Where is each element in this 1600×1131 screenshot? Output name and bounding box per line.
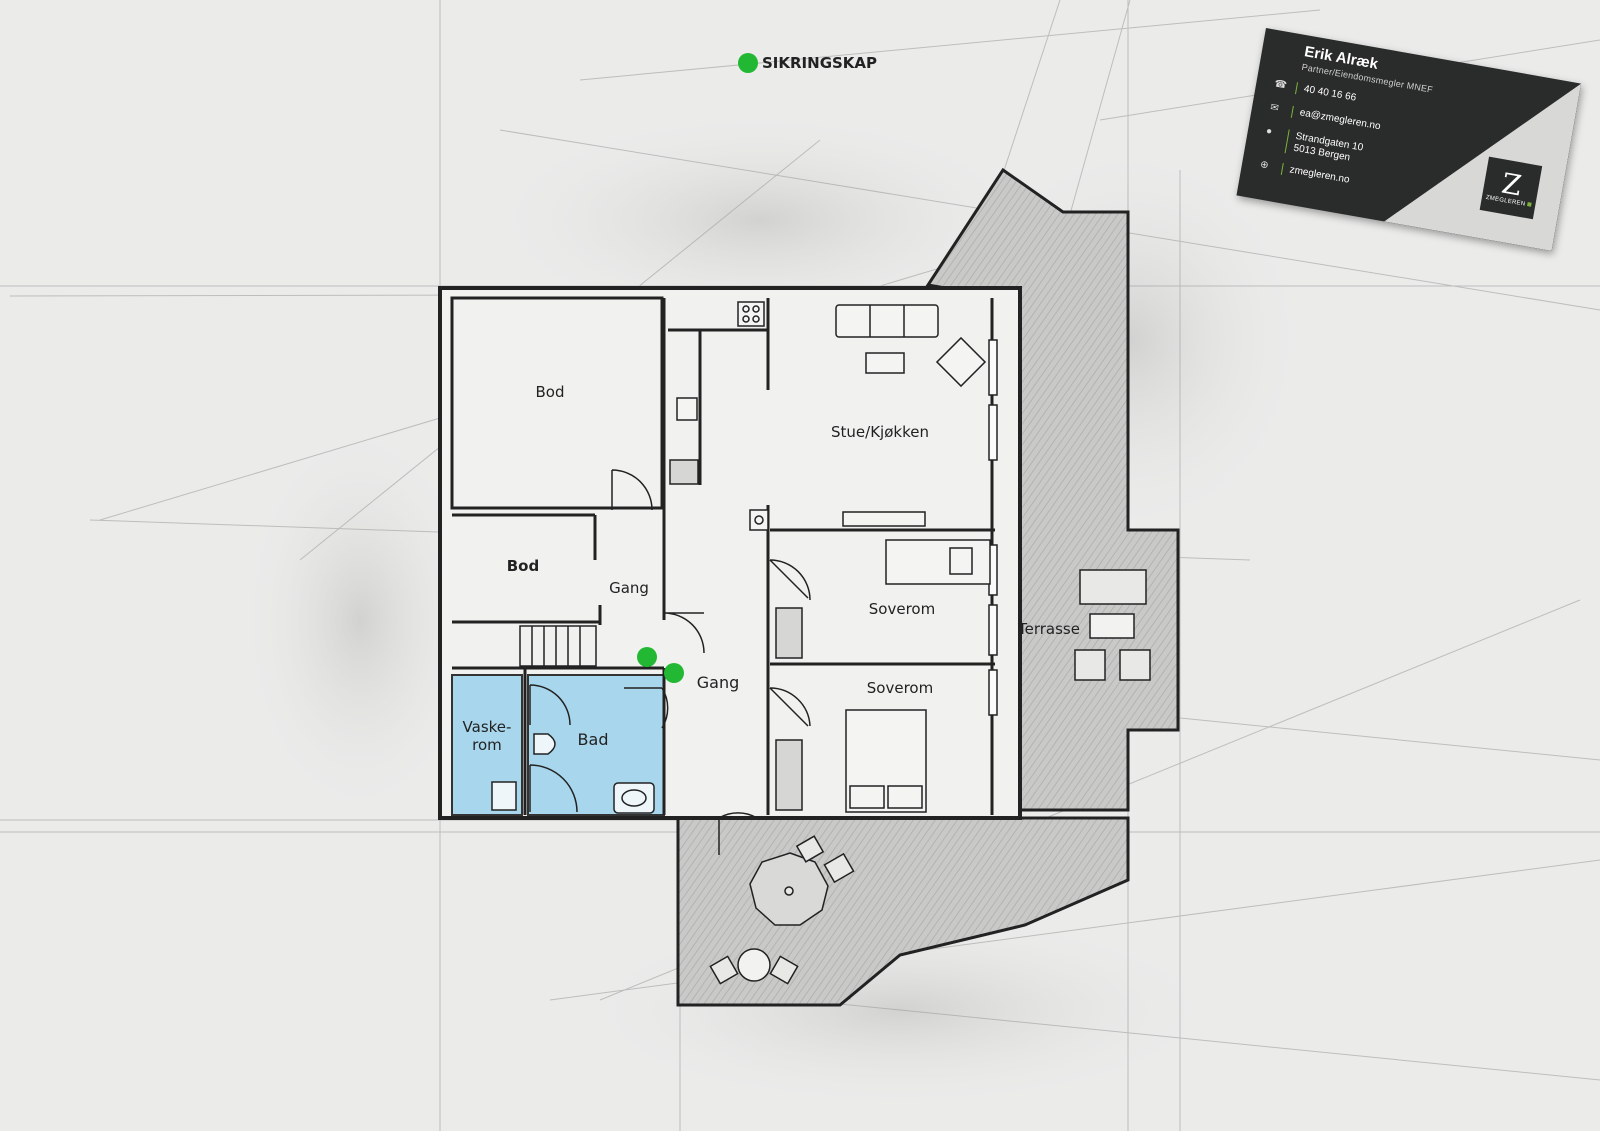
fuse-box-marker <box>664 663 684 683</box>
legend-label: SIKRINGSKAP <box>762 54 878 72</box>
room-label-soverom-1: Soverom <box>869 600 935 618</box>
stairs <box>519 625 597 667</box>
room-label-bod-1: Bod <box>536 383 565 401</box>
fuse-box-marker <box>637 647 657 667</box>
veranda-furniture <box>709 835 855 985</box>
room-label-vaskerom-line2: rom <box>472 736 502 754</box>
kitchen-fixtures <box>669 301 769 531</box>
shadow <box>480 110 1040 330</box>
shadow <box>240 420 480 820</box>
room-label-vaskerom-line1: Vaske- <box>463 718 512 736</box>
room-label-bod-2: Bod <box>507 557 539 575</box>
logo-mark-icon: Z <box>1499 166 1525 203</box>
legend: SIKRINGSKAP <box>738 53 877 73</box>
living-furniture <box>835 304 987 527</box>
terrasse-furniture <box>1074 569 1151 681</box>
room-label-gang-1: Gang <box>609 579 649 597</box>
phone-icon: ☎ <box>1273 78 1288 92</box>
brand-logo: Z ZMEGLEREN <box>1479 156 1543 220</box>
terrasse-area <box>925 167 1180 812</box>
doors <box>529 469 811 855</box>
bedroom-furniture <box>775 539 991 813</box>
room-label-stue-kjokken: Stue/Kjøkken <box>831 423 929 441</box>
room-label-soverom-2: Soverom <box>867 679 933 697</box>
room-label-gang-2: Gang <box>697 673 740 692</box>
windows <box>988 339 998 716</box>
bath-fixtures <box>491 733 655 814</box>
legend-dot <box>738 53 758 73</box>
room-label-bad: Bad <box>578 730 609 749</box>
room-label-terrasse: Terrasse <box>1017 620 1080 638</box>
business-card: Erik Alræk Partner/Eiendomsmegler MNEF ☎… <box>1236 28 1582 251</box>
